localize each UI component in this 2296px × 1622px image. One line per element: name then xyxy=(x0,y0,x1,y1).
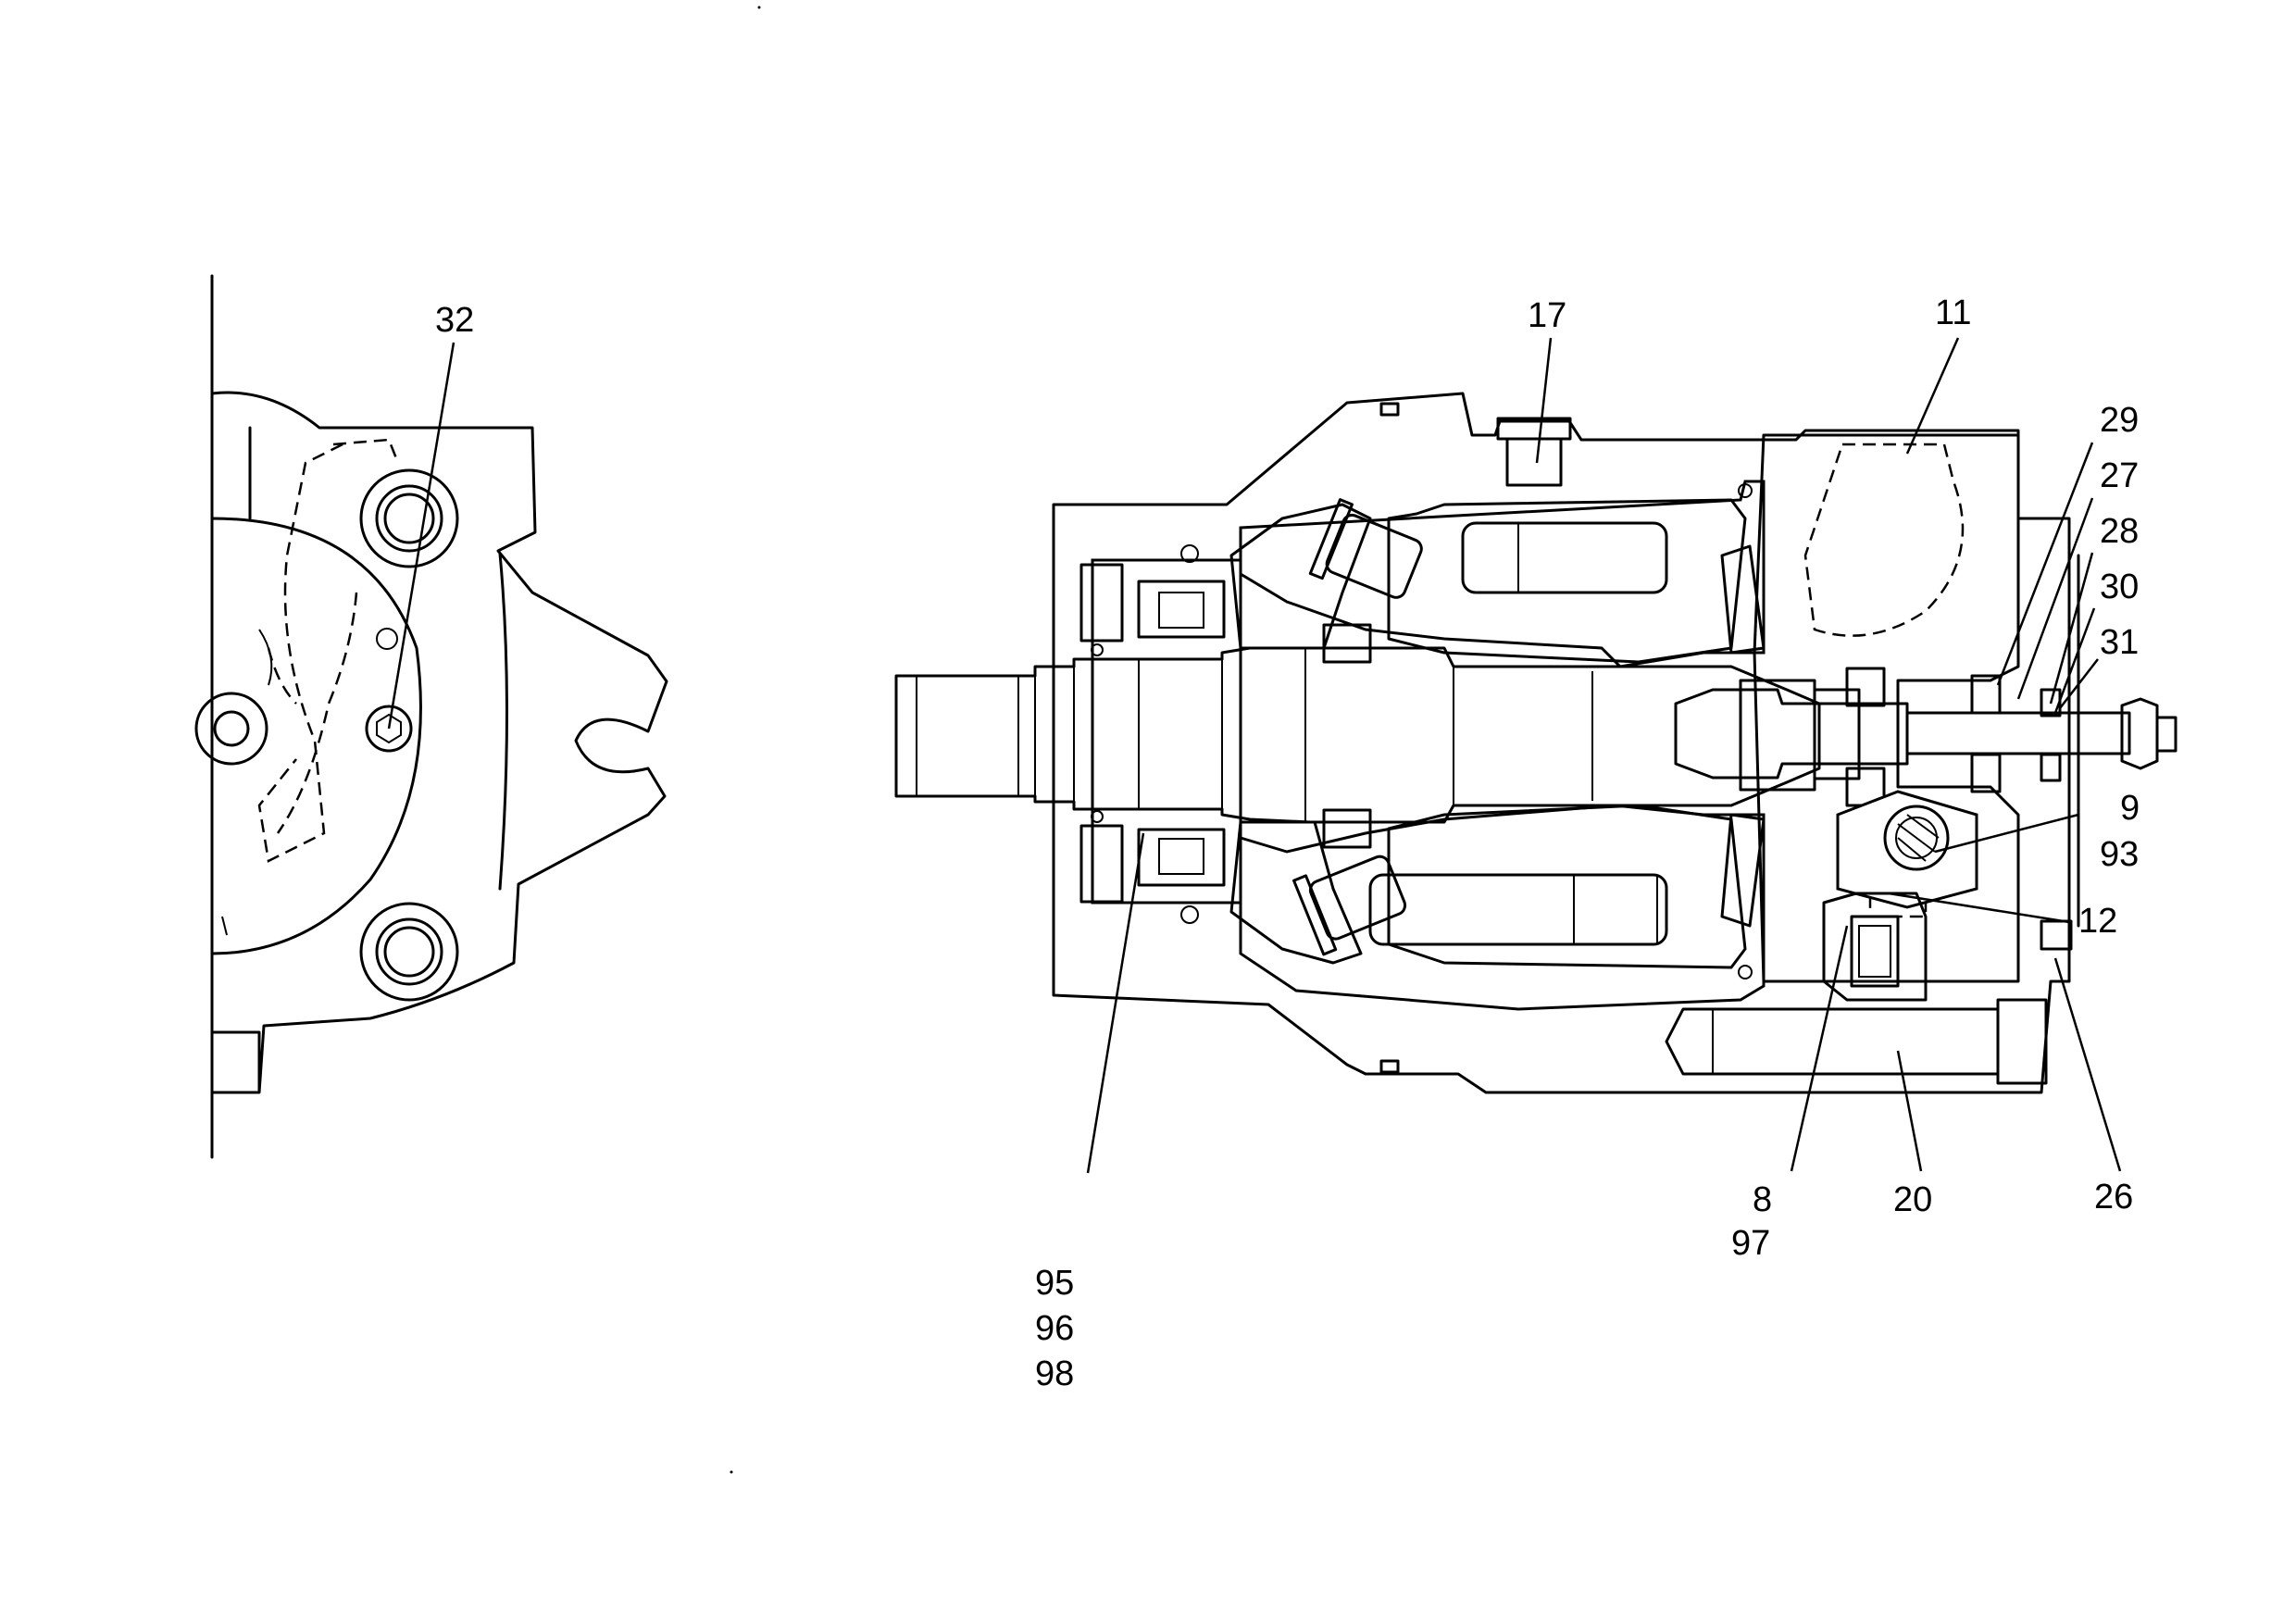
part-label-27: 27 xyxy=(2100,456,2139,495)
scan-speck xyxy=(757,6,761,9)
sectional-view xyxy=(894,392,2177,1094)
scan-speck xyxy=(730,1470,733,1474)
part-label-95: 95 xyxy=(1035,1264,1074,1303)
part-label-97: 97 xyxy=(1731,1224,1770,1263)
part-label-20: 20 xyxy=(1893,1180,1932,1219)
part-label-8: 8 xyxy=(1753,1180,1772,1219)
part-label-17: 17 xyxy=(1528,296,1566,335)
end-view xyxy=(194,274,668,1159)
part-label-98: 98 xyxy=(1035,1354,1074,1393)
part-label-28: 28 xyxy=(2100,512,2139,551)
part-label-12: 12 xyxy=(2078,902,2117,941)
part-label-30: 30 xyxy=(2100,568,2139,606)
part-label-93: 93 xyxy=(2100,835,2139,874)
part-labels: 32 17 11 29 27 28 30 31 9 93 12 8 97 20 … xyxy=(435,293,2140,1393)
part-label-31: 31 xyxy=(2100,623,2139,662)
part-label-11: 11 xyxy=(1935,293,1971,332)
part-label-29: 29 xyxy=(2100,401,2139,440)
part-label-9: 9 xyxy=(2120,789,2140,828)
part-label-96: 96 xyxy=(1035,1309,1074,1348)
leader-lines xyxy=(387,337,2122,1174)
part-label-26: 26 xyxy=(2094,1178,2133,1216)
part-label-32: 32 xyxy=(435,301,474,340)
